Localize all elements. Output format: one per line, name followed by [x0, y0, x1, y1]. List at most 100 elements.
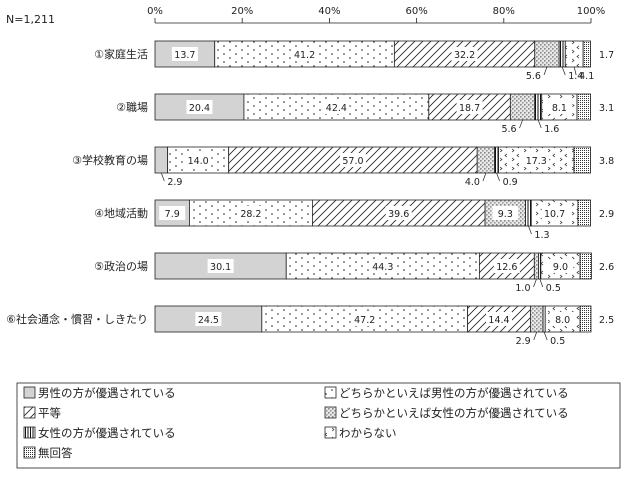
data-label-bg	[339, 153, 366, 167]
data-label: 32.2	[454, 50, 475, 61]
legend-label: 平等	[38, 406, 61, 420]
leader-line	[528, 225, 532, 235]
legend-swatch	[23, 386, 36, 399]
data-label-bg	[291, 47, 318, 61]
legend-label: どちらかといえば男性の方が優遇されている	[339, 386, 569, 400]
bar-segment	[154, 93, 245, 121]
data-label: 13.7	[174, 50, 195, 61]
x-axis-ticks: 0%20%40%60%80%100%	[147, 6, 606, 24]
legend-item: わからない	[324, 426, 397, 440]
bar-segment	[533, 252, 540, 280]
x-tick-label: 60%	[405, 6, 427, 17]
data-label: 2.9	[167, 177, 182, 188]
data-label: 3.8	[599, 156, 614, 167]
data-label: 2.9	[599, 209, 614, 220]
x-tick-label: 80%	[493, 6, 515, 17]
legend-item: 無回答	[23, 446, 73, 460]
data-label: 2.9	[516, 336, 531, 347]
data-label: 3.1	[599, 103, 614, 114]
data-label: 1.4	[568, 71, 583, 82]
data-label: 8.0	[555, 315, 570, 326]
bar-segment	[564, 40, 584, 68]
data-label: 20.4	[189, 103, 210, 114]
data-label-bg	[546, 100, 573, 114]
bar-segment	[525, 199, 532, 227]
data-label: 12.6	[496, 262, 517, 273]
legend-swatch	[23, 426, 36, 439]
data-label: 5.6	[526, 71, 541, 82]
bar-segment	[494, 146, 499, 174]
category-label: ⑥社会通念・慣習・しきたり	[6, 312, 148, 326]
data-label-bg	[549, 312, 576, 326]
data-label-bg	[207, 259, 234, 273]
legend-item: どちらかといえば女性の方が優遇されている	[324, 406, 569, 420]
data-label-bg	[159, 206, 186, 220]
data-label: 9.0	[553, 262, 568, 273]
legend-item: どちらかといえば男性の方が優遇されている	[324, 386, 569, 400]
data-label: 30.1	[210, 262, 231, 273]
data-label: 4.0	[465, 177, 480, 188]
category-label: ②職場	[116, 101, 148, 114]
leader-line	[543, 66, 548, 76]
legend-item: 男性の方が優遇されている	[23, 386, 176, 400]
legend-swatch	[324, 426, 337, 439]
legend-label: 男性の方が優遇されている	[38, 386, 176, 400]
leader-line	[543, 331, 548, 341]
data-label: 28.2	[240, 209, 261, 220]
bar-segment	[579, 252, 592, 280]
legend-swatch	[23, 406, 36, 419]
data-label-bg	[523, 153, 550, 167]
leader-line	[482, 172, 487, 182]
data-label-bg	[451, 47, 478, 61]
bar-segment	[154, 146, 169, 174]
legend-swatch	[23, 446, 36, 459]
legend-label: どちらかといえば女性の方が優遇されている	[339, 406, 569, 420]
category-label: ①家庭生活	[94, 47, 148, 61]
leader-line	[496, 172, 500, 182]
data-label: 24.5	[198, 315, 219, 326]
x-tick-label: 20%	[231, 6, 253, 17]
bar-segment	[558, 40, 566, 68]
bar-segment	[579, 305, 592, 333]
sample-size-note: N=1,211	[6, 13, 55, 26]
category-label: ③学校教育の場	[72, 153, 148, 167]
data-label: 0.5	[550, 336, 565, 347]
legend-label: 女性の方が優遇されている	[38, 426, 176, 440]
data-label: 14.0	[188, 156, 209, 167]
leader-line	[537, 119, 542, 129]
bar-segment	[534, 40, 560, 68]
data-label: 1.6	[544, 124, 559, 135]
bar-segment	[154, 252, 287, 280]
category-label: ⑤政治の場	[94, 259, 148, 273]
data-label: 1.3	[534, 230, 549, 241]
bar-segment	[582, 40, 591, 68]
data-label: 9.3	[498, 209, 513, 220]
data-label: 44.3	[372, 262, 393, 273]
data-label-bg	[456, 100, 483, 114]
bar-segment	[534, 93, 543, 121]
data-label-bg	[492, 206, 519, 220]
bar-segment	[577, 199, 591, 227]
data-label: 1.7	[599, 50, 614, 61]
data-label-bg	[369, 259, 396, 273]
bar-segment	[573, 146, 591, 174]
data-label-bg	[493, 259, 520, 273]
data-label: 0.9	[503, 177, 518, 188]
category-label: ④地域活動	[94, 206, 148, 220]
leader-line	[533, 331, 538, 341]
data-label: 41.2	[294, 50, 315, 61]
data-label: 14.4	[488, 315, 509, 326]
data-label: 42.4	[326, 103, 347, 114]
data-label-bg	[171, 47, 198, 61]
bar-segment	[228, 146, 478, 174]
legend-swatch	[324, 406, 337, 419]
x-tick-label: 100%	[577, 6, 606, 17]
